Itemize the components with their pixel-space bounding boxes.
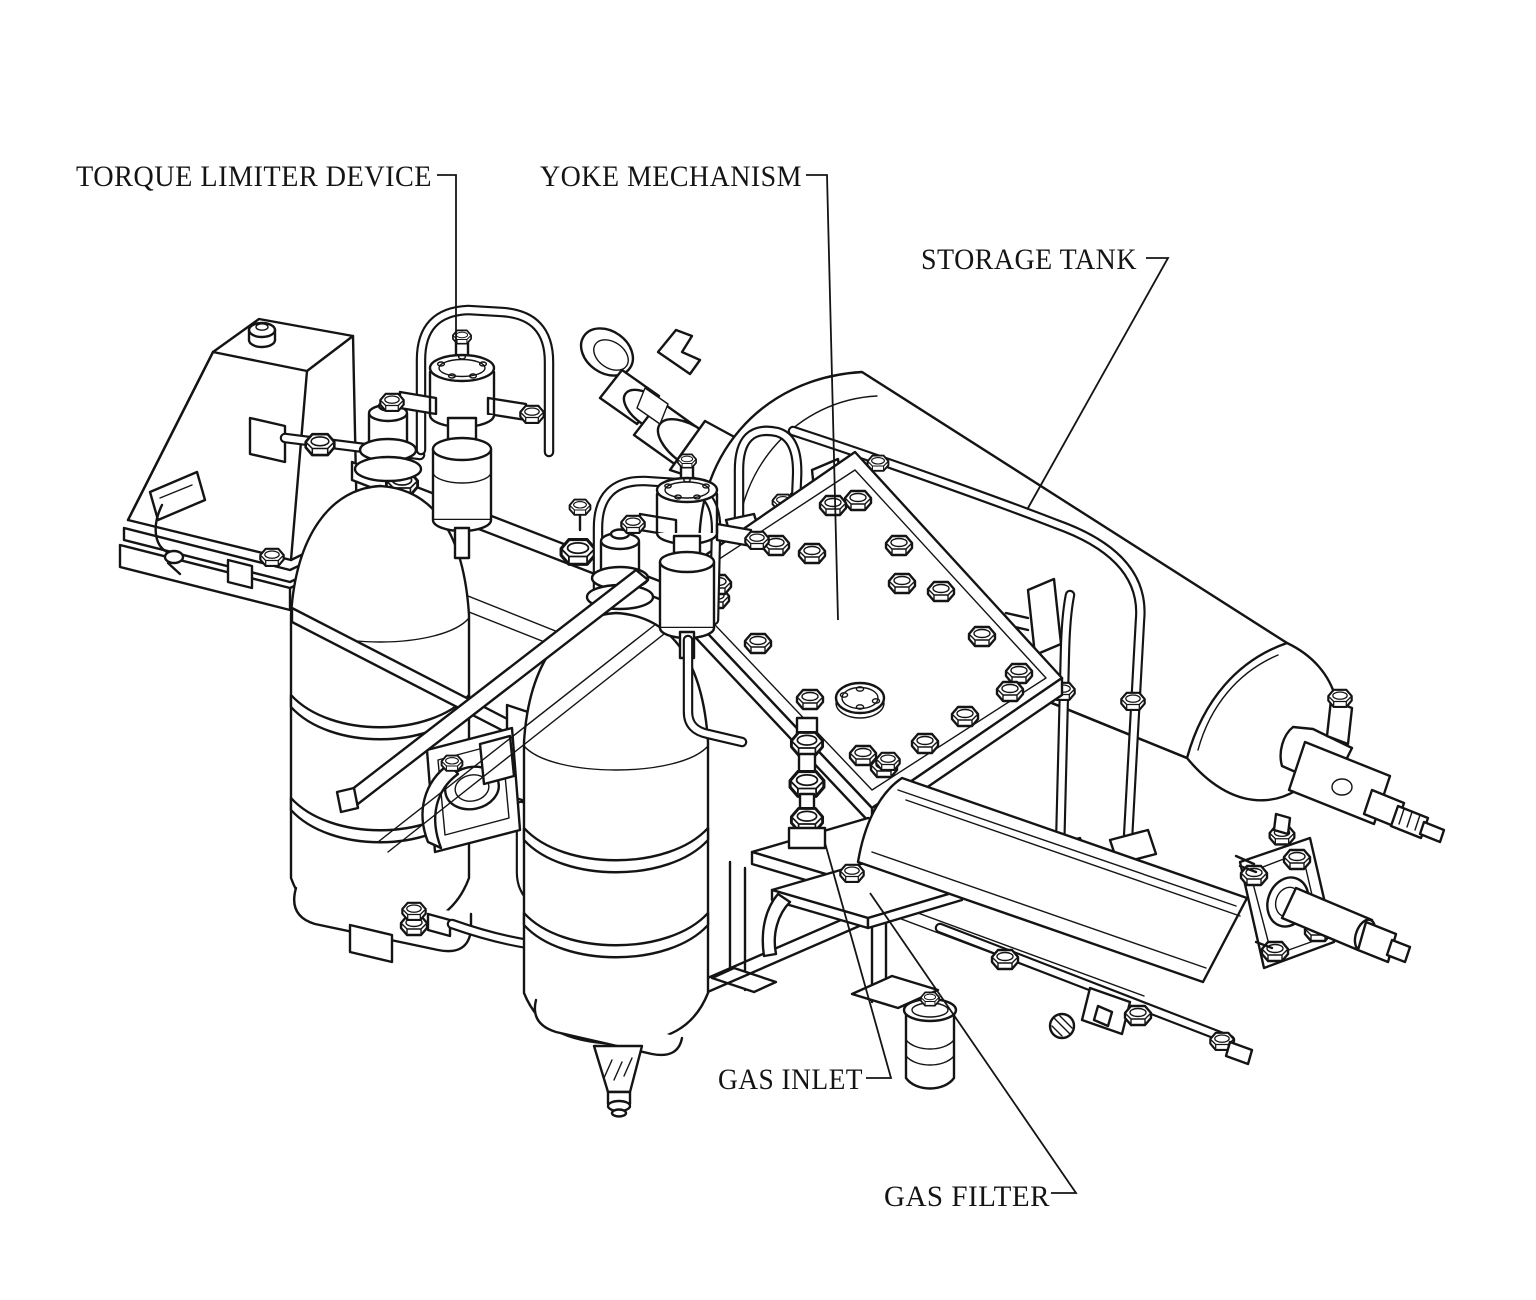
- label-yoke-mechanism: YOKE MECHANISM: [540, 160, 802, 193]
- gas-filter-canister: [902, 991, 958, 1090]
- leader-yoke-mechanism: [806, 174, 839, 621]
- label-gas-inlet: GAS INLET: [718, 1063, 863, 1096]
- plate-center-flange: [834, 681, 886, 719]
- label-torque-limiter-device: TORQUE LIMITER DEVICE: [76, 160, 432, 193]
- tube-arch-center: [592, 475, 722, 626]
- leader-torque-limiter: [437, 174, 457, 356]
- leader-storage-tank: [1027, 257, 1170, 509]
- label-storage-tank: STORAGE TANK: [921, 243, 1137, 276]
- callouts: TORQUE LIMITER DEVICE YOKE MECHANISM STO…: [76, 160, 1170, 1213]
- tube-arch-left: [415, 304, 555, 458]
- hydraulic-cylinder: [839, 751, 1412, 1066]
- diagonal-braces: [335, 568, 665, 853]
- leader-gas-filter: [869, 892, 1078, 1194]
- gas-inlet-fitting: [787, 716, 827, 850]
- label-gas-filter: GAS FILTER: [884, 1180, 1050, 1213]
- leader-gas-inlet: [824, 842, 893, 1079]
- tank-pipe-loop: [787, 425, 1158, 874]
- cylinder-drain-tubing: [934, 922, 1254, 1066]
- torque-limiter-valve-2: [620, 453, 770, 748]
- valve-lever: [421, 762, 460, 850]
- drain-lever: [761, 892, 792, 958]
- bottle-left-neck: [353, 400, 423, 483]
- tank-end-valve: [1279, 688, 1446, 844]
- lever-valve-cluster: [421, 726, 522, 854]
- bottle-drain: [592, 1044, 644, 1118]
- cover-latch: [148, 470, 207, 576]
- torque-limiter-valve: [379, 329, 545, 560]
